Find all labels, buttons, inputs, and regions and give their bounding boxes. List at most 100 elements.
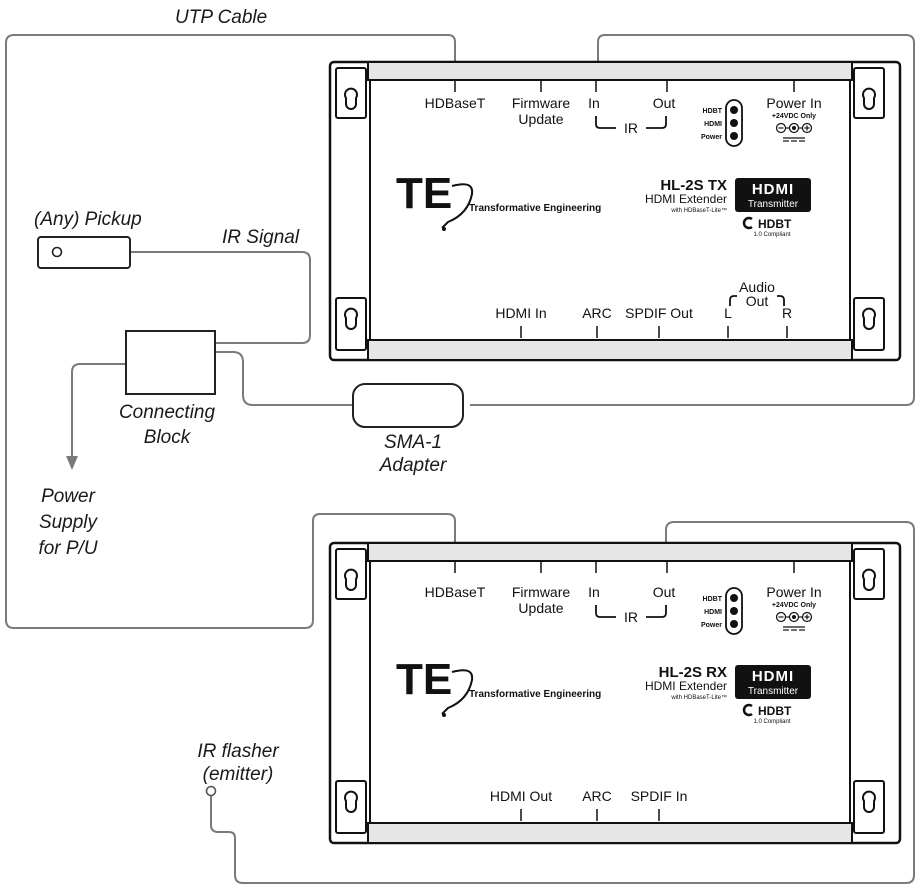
rx-firmware-label-2: Update xyxy=(518,600,563,616)
tx-led-hdbt-icon xyxy=(730,106,738,114)
utp-cable-label: UTP Cable xyxy=(175,7,267,28)
tx-power-cable-line xyxy=(470,34,915,406)
tx-hdbaset-port-label: HDBaseT xyxy=(425,95,486,111)
tx-rail-bottom xyxy=(367,339,853,361)
tx-led-power-label: Power xyxy=(701,134,722,141)
tx-model-name: HL-2S TX xyxy=(660,177,727,194)
tx-spdif-out-label: SPDIF Out xyxy=(625,305,693,321)
tx-firmware-label: Firmware xyxy=(512,95,571,111)
rx-led-hdmi-label: HDMI xyxy=(704,609,722,616)
rx-hdbaset-port-label: HDBaseT xyxy=(425,584,486,600)
tx-hdmi-in-label: HDMI In xyxy=(495,305,546,321)
tx-audio-l-label: L xyxy=(724,305,732,321)
rx-mount-tr xyxy=(853,548,885,600)
rx-logo-dot-icon xyxy=(442,713,446,717)
tx-audio-r-label: R xyxy=(782,305,792,321)
rx-ir-in-label: In xyxy=(588,584,600,600)
tx-ir-label: IR xyxy=(624,120,638,136)
rx-rail-top xyxy=(367,542,853,562)
rx-led-power-label: Power xyxy=(701,622,722,629)
rx-spdif-in-label: SPDIF In xyxy=(631,788,688,804)
tx-power-in-label: Power In xyxy=(766,95,821,111)
tx-brand-name: Transformative Engineering xyxy=(469,203,601,214)
power-supply-label-3: for P/U xyxy=(38,538,97,559)
rx-unit: HDBaseT Firmware Update In Out IR HDBT H… xyxy=(328,541,902,845)
rx-te-logo: TE xyxy=(396,655,452,704)
tx-rail-top xyxy=(367,61,853,81)
tx-arc-label: ARC xyxy=(582,305,612,321)
tx-logo-swoosh-icon xyxy=(441,183,474,229)
rx-arc-label: ARC xyxy=(582,788,612,804)
rx-hdmi-out-label: HDMI Out xyxy=(490,788,552,804)
rx-mount-tl xyxy=(335,548,367,600)
tx-hdmi-badge-text: HDMI xyxy=(752,181,794,198)
rx-led-hdbt-icon xyxy=(730,594,738,602)
rx-hdbt-compliant: 1.0 Compliant xyxy=(753,719,790,725)
ir-flasher-icon xyxy=(205,785,217,797)
tx-product-name: HDMI Extender xyxy=(645,192,727,206)
connecting-block-label: Connecting xyxy=(119,402,216,423)
ir-signal-label: IR Signal xyxy=(222,227,300,248)
tx-ir-in-label: In xyxy=(588,95,600,111)
power-arrow-icon xyxy=(66,456,78,470)
rx-mount-bl xyxy=(335,780,367,834)
rx-hdmi-badge xyxy=(735,665,811,699)
ir-flasher-label: IR flasher xyxy=(197,741,279,762)
tx-mount-br xyxy=(853,297,885,351)
tx-bottom-port-ticks xyxy=(520,326,788,338)
rx-led-hdmi-icon xyxy=(730,607,738,615)
rx-power-spec-label: +24VDC Only xyxy=(772,602,816,609)
tx-logo-dot-icon xyxy=(442,227,446,231)
rx-led-power-icon xyxy=(730,620,738,628)
tx-audio-bracket xyxy=(729,295,785,306)
rx-brand-name: Transformative Engineering xyxy=(469,689,601,700)
tx-led-hdbt-label: HDBT xyxy=(703,108,723,115)
tx-te-logo: TE xyxy=(396,169,452,218)
sma-1-adapter xyxy=(352,383,464,428)
tx-audio-out-label: Audio xyxy=(739,279,775,295)
tx-ir-bracket xyxy=(595,116,667,129)
tx-hdbt-logo: HDBT xyxy=(758,217,792,231)
rx-mount-br xyxy=(853,780,885,834)
rx-ir-label: IR xyxy=(624,609,638,625)
rx-product-sub: with HDBaseT-Lite™ xyxy=(670,694,727,701)
power-supply-label-2: Supply xyxy=(39,512,99,533)
utp-cable-line xyxy=(5,34,456,629)
rx-hdbt-logo-icon xyxy=(742,703,753,717)
rx-top-port-ticks xyxy=(454,561,795,573)
rx-hdmi-badge-sub: Transmitter xyxy=(748,686,799,697)
tx-led-hdmi-icon xyxy=(730,119,738,127)
connecting-block xyxy=(125,330,216,395)
rx-polarity-center-icon xyxy=(792,615,796,619)
rx-polarity-icon xyxy=(775,611,813,631)
rx-rail-bottom xyxy=(367,822,853,844)
rx-model-name: HL-2S RX xyxy=(659,664,727,681)
tx-mount-bl xyxy=(335,297,367,351)
tx-firmware-label-2: Update xyxy=(518,111,563,127)
sma-cable-line xyxy=(215,351,353,406)
tx-led-hdmi-label: HDMI xyxy=(704,121,722,128)
power-supply-line xyxy=(71,363,126,458)
sma-adapter-label-2: Adapter xyxy=(379,455,447,476)
ir-signal-line xyxy=(130,251,311,344)
rx-power-in-label: Power In xyxy=(766,584,821,600)
tx-hdmi-badge xyxy=(735,178,811,212)
rx-hdbt-logo: HDBT xyxy=(758,704,792,718)
tx-mount-tr xyxy=(853,67,885,119)
rx-logo-swoosh-icon xyxy=(441,669,474,715)
rx-power-cable-line xyxy=(210,521,915,884)
rx-led-hdbt-label: HDBT xyxy=(703,596,723,603)
tx-power-spec-label: +24VDC Only xyxy=(772,113,816,120)
tx-mount-tl xyxy=(335,67,367,119)
rx-ir-bracket xyxy=(595,605,667,618)
tx-product-sub: with HDBaseT-Lite™ xyxy=(670,207,727,214)
rx-ir-out-label: Out xyxy=(653,584,676,600)
rx-firmware-label: Firmware xyxy=(512,584,571,600)
tx-polarity-icon xyxy=(775,122,813,142)
tx-top-port-ticks xyxy=(454,80,795,92)
tx-hdmi-badge-sub: Transmitter xyxy=(748,199,799,210)
tx-hdbt-compliant: 1.0 Compliant xyxy=(753,232,790,238)
rx-hdmi-badge-text: HDMI xyxy=(752,668,794,685)
pickup-label: (Any) Pickup xyxy=(34,209,142,230)
